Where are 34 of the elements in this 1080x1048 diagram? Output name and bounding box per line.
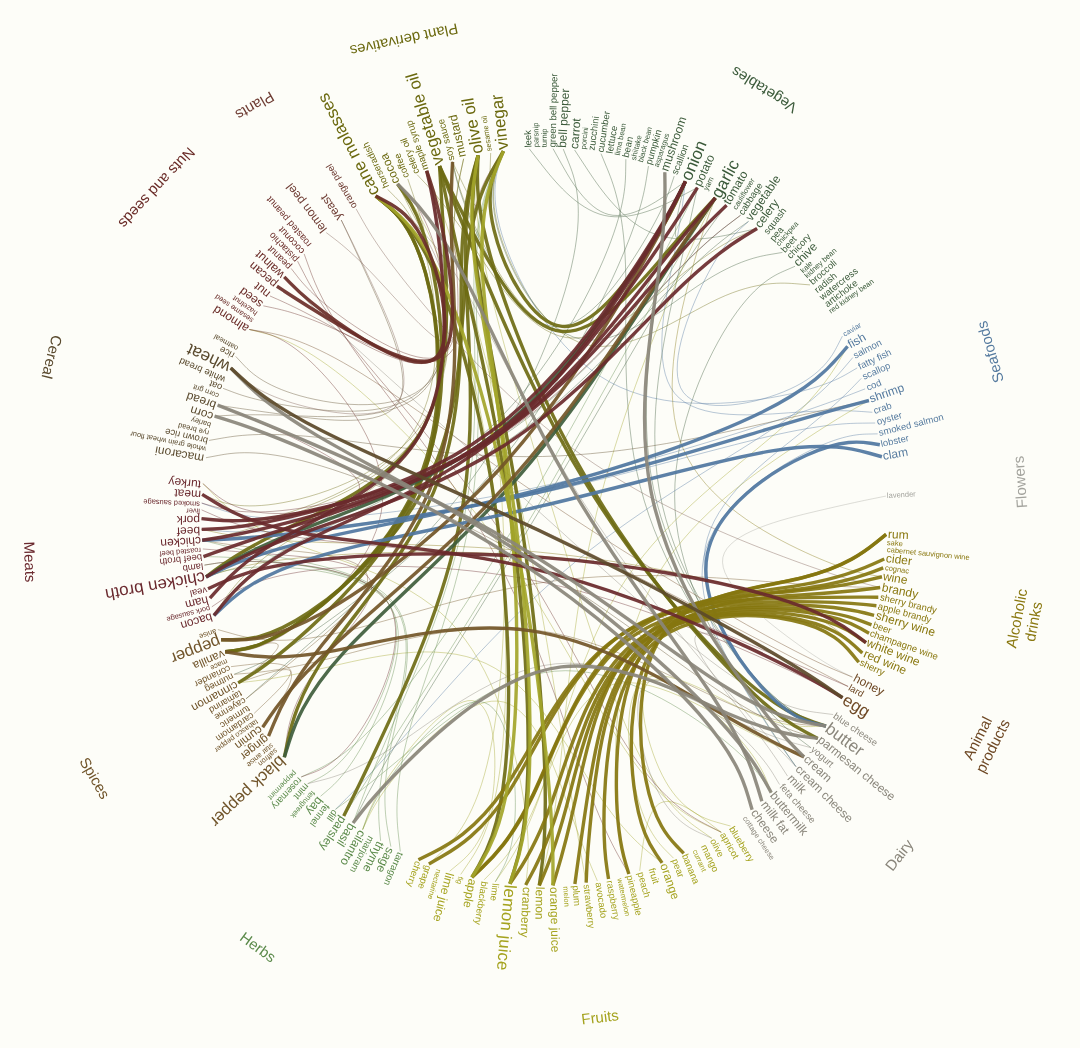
connector-curve	[205, 345, 849, 579]
connector-curve	[307, 662, 812, 785]
ingredient-label: fruit	[645, 867, 661, 886]
ingredient-label: plum	[569, 885, 583, 907]
connector-curve	[224, 626, 805, 759]
category-label: Seafoods	[972, 319, 1008, 385]
category-label: Cereal	[38, 333, 66, 381]
connector-curve	[396, 182, 764, 802]
connector-curve	[267, 161, 457, 737]
category-label: Flowers	[1009, 455, 1031, 509]
connector-curve	[470, 155, 532, 885]
connector-curve	[639, 801, 722, 872]
connector-curve	[637, 679, 781, 839]
connector-curve	[351, 664, 818, 824]
connector-curve	[335, 357, 854, 810]
ingredient-label: orange juice	[546, 886, 562, 953]
ingredient-label: lemon	[531, 886, 547, 920]
connector-curve	[551, 566, 884, 886]
ingredient-label: cranberry	[516, 886, 533, 938]
category-label: Plant derivatives	[348, 20, 460, 60]
connector-curve	[528, 148, 698, 218]
connector-curve	[217, 403, 827, 728]
connector-curve	[470, 150, 519, 879]
category-label: Alcoholic drinks	[1001, 586, 1047, 652]
connector-curve	[629, 585, 881, 864]
connector-curve	[362, 700, 496, 872]
connector-curve	[642, 172, 806, 759]
ingredient-label: leek	[523, 129, 535, 148]
connector-curve	[202, 398, 870, 542]
connector-curve	[676, 220, 843, 406]
category-label: Fruits	[580, 1006, 620, 1028]
category-label: Meats	[20, 541, 40, 583]
ingredient-label: lime	[487, 882, 501, 902]
connector-curve	[214, 414, 754, 811]
